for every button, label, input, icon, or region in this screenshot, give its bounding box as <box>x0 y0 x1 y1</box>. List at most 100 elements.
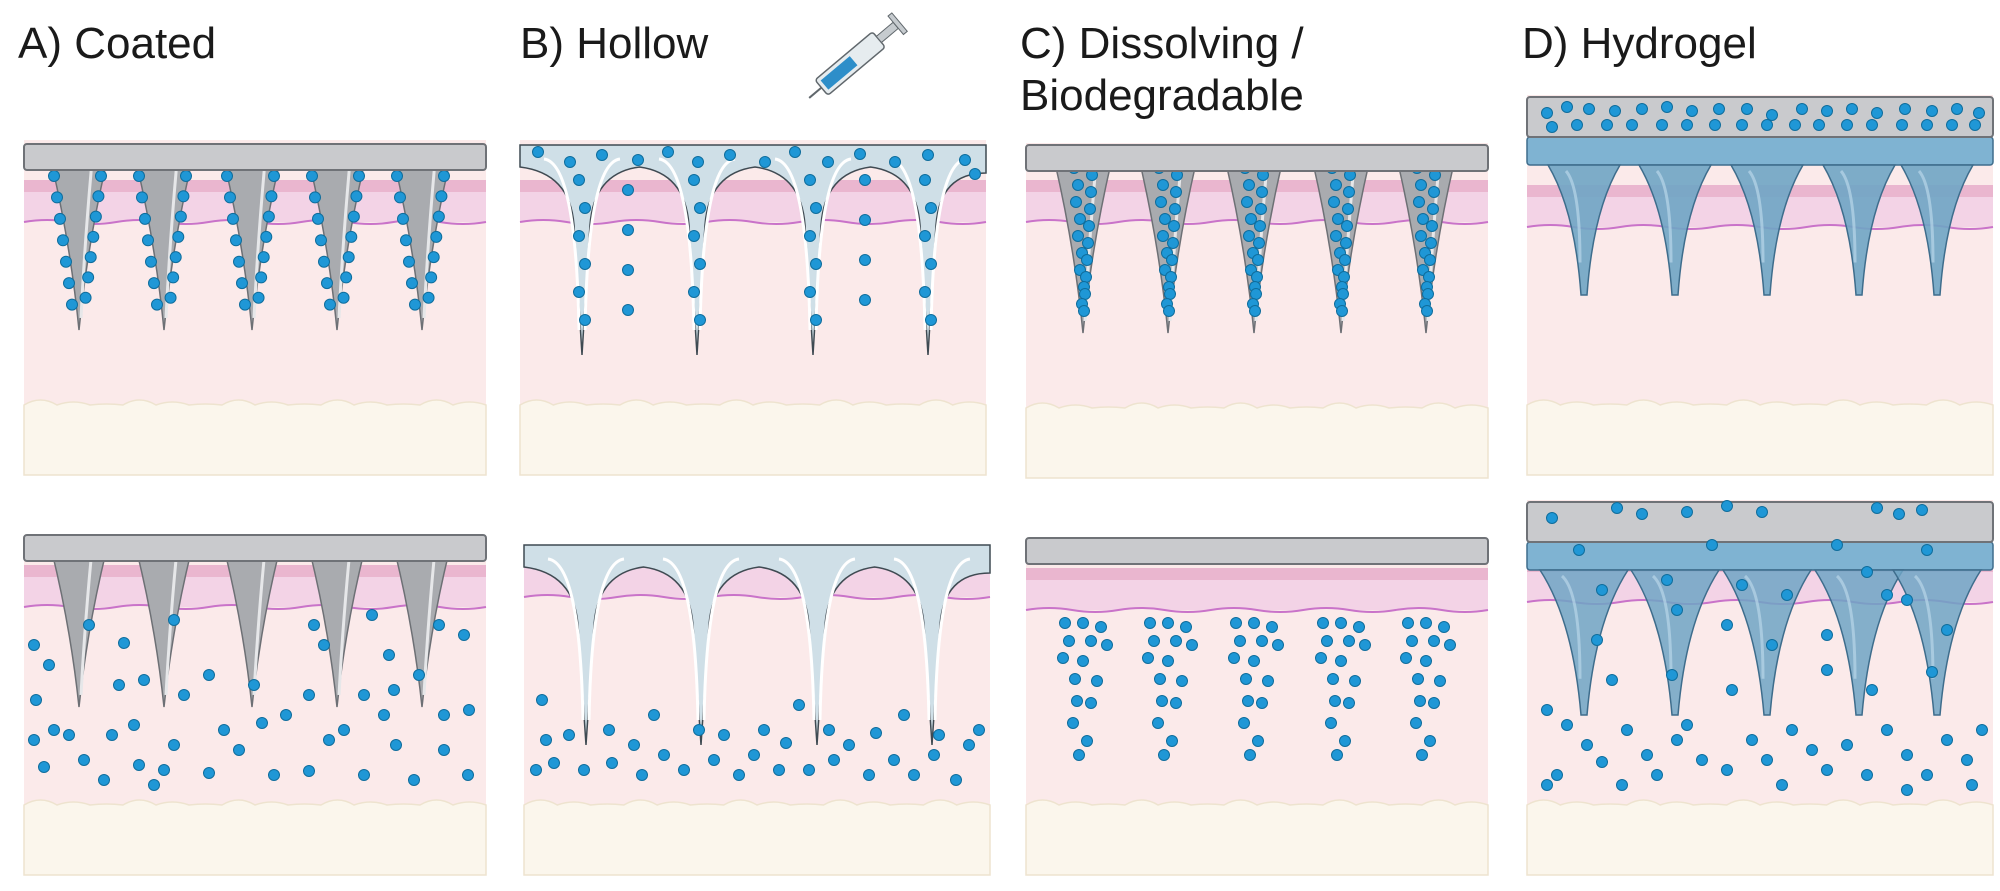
drug-particle <box>773 764 785 776</box>
drug-particle <box>694 258 706 270</box>
drug-particle <box>810 202 822 214</box>
drug-particle <box>1331 749 1343 761</box>
drug-particle <box>30 694 42 706</box>
drug-particle <box>92 190 105 203</box>
drug-particle <box>793 699 805 711</box>
drug-particle <box>358 689 370 701</box>
drug-particle <box>1059 617 1071 629</box>
drug-particle <box>1741 103 1753 115</box>
drug-particle <box>63 277 75 290</box>
panel-d-title: D) Hydrogel <box>1522 19 1757 68</box>
microneedle <box>51 551 107 708</box>
drug-particle <box>1736 579 1748 591</box>
drug-particle <box>1420 655 1432 667</box>
drug-particle <box>688 174 700 186</box>
hydrogel-highlight <box>1655 170 1673 263</box>
drug-particle <box>1961 754 1973 766</box>
drug-particle <box>83 619 95 631</box>
drug-particle <box>1157 230 1169 242</box>
drug-particle <box>573 286 585 298</box>
drug-particle <box>1609 105 1621 117</box>
drug-particle <box>89 210 102 223</box>
drug-particle <box>1245 213 1257 225</box>
drug-particle <box>338 724 350 736</box>
drug-particle <box>854 148 866 160</box>
drug-particle <box>1806 744 1818 756</box>
drug-particle <box>1343 635 1355 647</box>
drug-particle <box>925 258 937 270</box>
needle-highlight <box>422 557 436 696</box>
drug-particle <box>733 769 745 781</box>
drug-particle <box>1424 735 1436 747</box>
basement-membrane-line <box>519 219 987 225</box>
drug-particle <box>804 286 816 298</box>
drug-particle <box>1084 203 1096 215</box>
drug-particle <box>1861 769 1873 781</box>
hollow-channel-highlight <box>702 557 740 721</box>
hydrogel-microneedle <box>1629 569 1721 716</box>
drug-particle <box>1272 639 1284 651</box>
drug-particle <box>78 754 90 766</box>
drug-particle <box>438 709 450 721</box>
drug-particle <box>388 684 400 696</box>
drug-particle <box>458 629 470 641</box>
drug-particle <box>1248 655 1260 667</box>
drug-particle <box>1415 179 1427 191</box>
hollow-channel-highlight <box>929 157 967 331</box>
drug-particle <box>430 230 443 243</box>
hydrogel-microneedle <box>1637 164 1713 296</box>
drug-particle <box>347 210 360 223</box>
drug-particle <box>1400 652 1412 664</box>
drug-particle <box>1422 288 1434 300</box>
drug-particle <box>239 298 251 311</box>
drug-particle <box>1686 105 1698 117</box>
drug-particle <box>1254 220 1266 232</box>
drug-particle <box>1901 749 1913 761</box>
drug-particle <box>1166 735 1178 747</box>
drug-particle <box>406 277 418 290</box>
hydrogel-before-scene <box>1526 95 1994 476</box>
drug-particle <box>622 184 634 196</box>
drug-particle <box>1072 179 1084 191</box>
drug-particle <box>323 734 335 746</box>
drug-particle <box>1082 237 1094 249</box>
drug-particle <box>925 202 937 214</box>
drug-particle <box>252 291 265 304</box>
drug-particle <box>1546 512 1558 524</box>
drug-particle <box>1921 119 1933 131</box>
drug-particle <box>1736 119 1748 131</box>
drug-particle <box>66 298 78 311</box>
drug-particle <box>1641 749 1653 761</box>
drug-particle <box>1317 617 1329 629</box>
drug-particle <box>758 724 770 736</box>
drug-particle <box>177 190 190 203</box>
drug-particle <box>303 689 315 701</box>
drug-particle <box>308 619 320 631</box>
drug-particle <box>54 212 66 225</box>
drug-particle <box>1163 305 1175 317</box>
drug-particle <box>358 769 370 781</box>
drug-particle <box>1428 186 1440 198</box>
drug-particle <box>530 764 542 776</box>
drug-particle <box>1325 717 1337 729</box>
dermis-wave-fill <box>1026 608 1488 618</box>
drug-particle <box>180 170 192 182</box>
drug-particle <box>1074 213 1086 225</box>
drug-particle <box>1414 695 1426 707</box>
drug-particle <box>1416 749 1428 761</box>
drug-particle <box>1926 666 1938 678</box>
drug-particle <box>178 689 190 701</box>
drug-particle <box>427 251 440 264</box>
microneedle-backing <box>23 143 487 171</box>
drug-particle <box>1866 119 1878 131</box>
drug-particle <box>321 277 333 290</box>
drug-particle <box>1077 655 1089 667</box>
drug-particle <box>38 761 50 773</box>
drug-particle <box>1244 749 1256 761</box>
drug-particle <box>1169 203 1181 215</box>
drug-particle <box>1170 635 1182 647</box>
hydrogel-after-scene <box>1526 500 1994 876</box>
drug-particle <box>963 739 975 751</box>
drug-particle <box>1249 305 1261 317</box>
drug-particle <box>678 764 690 776</box>
